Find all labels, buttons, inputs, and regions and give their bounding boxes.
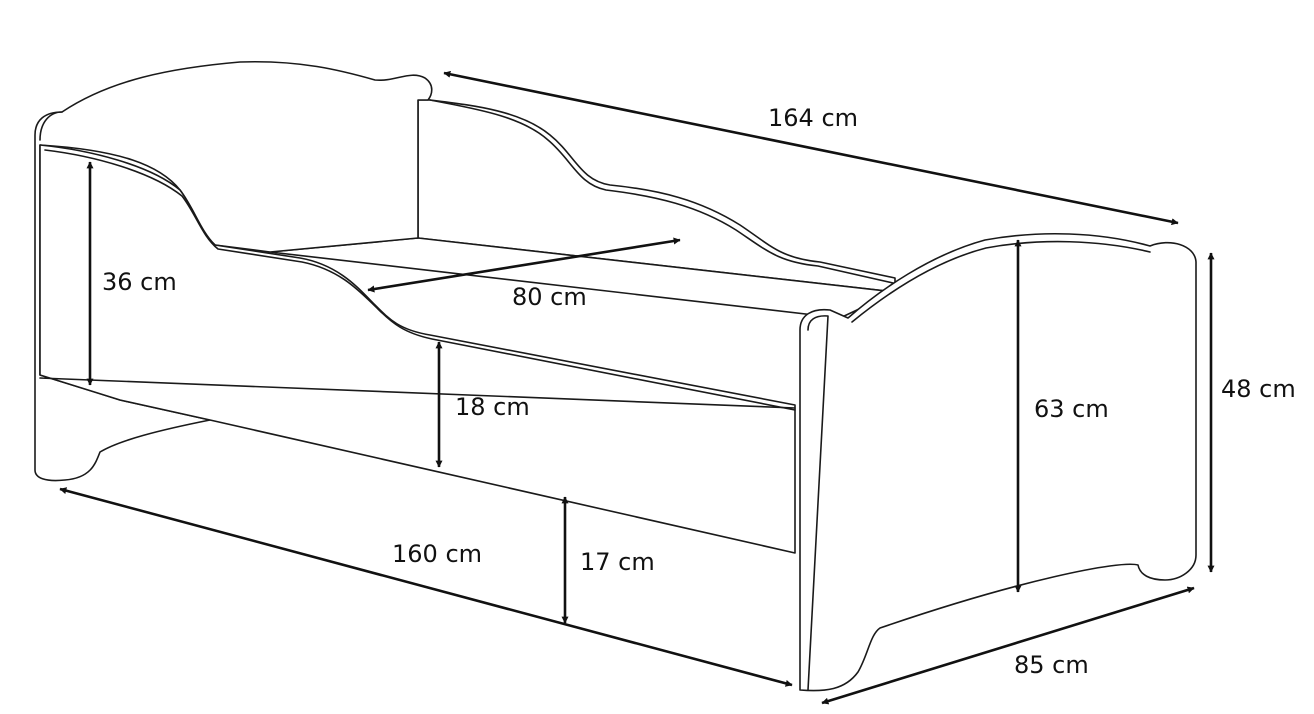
arrow-overall-width	[821, 586, 1195, 705]
arrow-overall-length	[443, 70, 1179, 226]
label-overall-length: 164 cm	[768, 104, 858, 132]
bed-drawing	[34, 60, 1197, 692]
label-footboard-height: 48 cm	[1221, 375, 1296, 403]
label-guard-height: 36 cm	[102, 268, 177, 296]
footboard-top-edge	[851, 240, 1151, 323]
headboard-edge-line	[39, 111, 63, 141]
platform-front-edge	[39, 377, 796, 409]
label-headboard-height: 63 cm	[1034, 395, 1109, 423]
label-side-height: 18 cm	[455, 393, 530, 421]
label-clearance: 17 cm	[580, 548, 655, 576]
arrow-mattress-width	[367, 237, 681, 293]
rail-top-edge	[44, 149, 796, 411]
dimension-labels: 164 cm 160 cm 80 cm 85 cm 36 cm 18 cm 17…	[102, 104, 1296, 679]
footboard-inner-edge	[807, 315, 829, 691]
left-headboard	[34, 60, 433, 482]
front-side-rail	[39, 144, 796, 554]
dimension-arrows	[59, 70, 1215, 705]
label-overall-width: 85 cm	[1014, 651, 1089, 679]
arrow-inner-length	[59, 487, 793, 687]
label-mattress-width: 80 cm	[512, 283, 587, 311]
label-inner-length: 160 cm	[392, 540, 482, 568]
